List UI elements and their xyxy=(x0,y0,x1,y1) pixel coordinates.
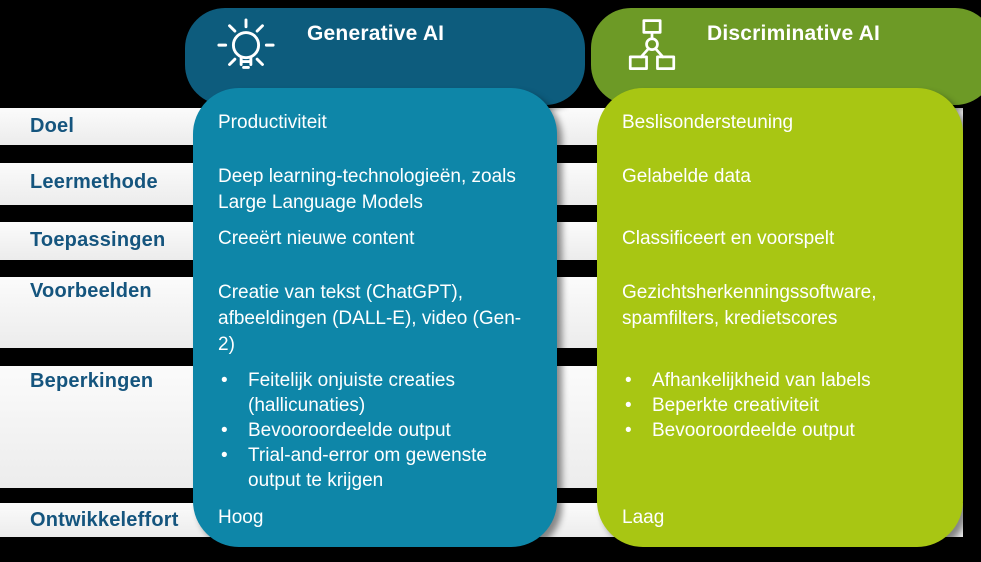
org-chart-icon xyxy=(628,19,676,71)
discriminative-beperkingen: Afhankelijkheid van labels Beperkte crea… xyxy=(622,368,938,443)
discriminative-ai-column: Beslisondersteuning Gelabelde data Class… xyxy=(597,88,963,547)
discriminative-ontwikkeleffort: Laag xyxy=(622,507,665,528)
discriminative-ai-title: Discriminative AI xyxy=(707,22,881,45)
generative-beperking-item: Bevooroordeelde output xyxy=(218,418,534,443)
generative-toepassingen: Creeërt nieuwe content xyxy=(218,228,415,249)
generative-beperking-item: Trial-and-error om gewenste output te kr… xyxy=(218,443,534,493)
generative-leermethode: Deep learning-technologieën, zoals Large… xyxy=(218,166,516,213)
row-label-doel: Doel xyxy=(30,115,75,137)
row-label-leermethode: Leermethode xyxy=(30,171,158,193)
lightbulb-icon xyxy=(217,18,275,69)
discriminative-leermethode: Gelabelde data xyxy=(622,166,751,187)
generative-beperking-item: Feitelijk onjuiste creaties (hallicunati… xyxy=(218,368,534,418)
discriminative-beperking-item: Afhankelijkheid van labels xyxy=(622,368,938,393)
generative-voorbeelden: Creatie van tekst (ChatGPT), afbeeldinge… xyxy=(218,282,522,355)
generative-doel: Productiviteit xyxy=(218,112,327,133)
generative-ai-title: Generative AI xyxy=(307,22,445,45)
discriminative-toepassingen: Classificeert en voorspelt xyxy=(622,228,835,249)
generative-ai-column: Productiviteit Deep learning-technologie… xyxy=(193,88,557,547)
row-label-beperkingen: Beperkingen xyxy=(30,370,154,392)
generative-ontwikkeleffort: Hoog xyxy=(218,507,264,528)
row-label-voorbeelden: Voorbeelden xyxy=(30,280,152,302)
discriminative-doel: Beslisondersteuning xyxy=(622,112,794,133)
discriminative-voorbeelden: Gezichtsherkenningssoftware, spamfilters… xyxy=(622,282,877,329)
row-label-toepassingen: Toepassingen xyxy=(30,229,166,251)
discriminative-beperking-item: Beperkte creativiteit xyxy=(622,393,938,418)
row-label-ontwikkeleffort: Ontwikkeleffort xyxy=(30,509,179,531)
generative-beperkingen: Feitelijk onjuiste creaties (hallicunati… xyxy=(218,368,534,493)
discriminative-beperking-item: Bevooroordeelde output xyxy=(622,418,938,443)
